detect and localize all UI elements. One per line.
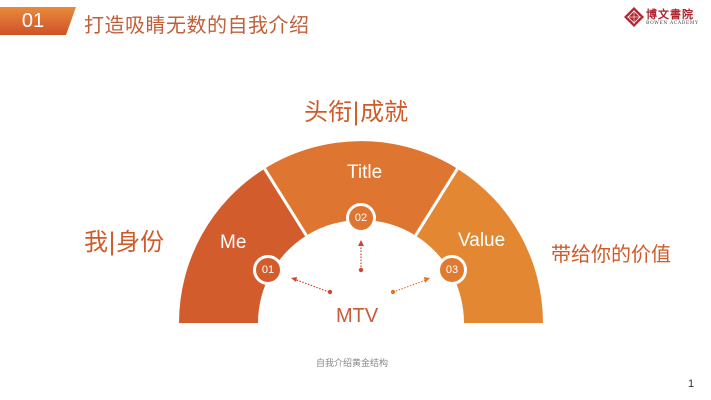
outer-label-me: 我|身份 bbox=[84, 228, 165, 256]
caption: 自我介绍黄金结构 bbox=[316, 359, 389, 369]
badge-01: 01 bbox=[253, 255, 283, 285]
logo-subtitle: BOWEN ACADEMY bbox=[646, 21, 699, 26]
section-number: 01 bbox=[21, 10, 45, 32]
arrow-to-01 bbox=[293, 278, 330, 293]
segment-label-value: Value bbox=[458, 230, 506, 251]
segment-label-title: Title bbox=[347, 162, 383, 183]
logo: 博文書院 BOWEN ACADEMY bbox=[624, 6, 708, 30]
badge-03: 03 bbox=[437, 255, 467, 285]
segment-label-me: Me bbox=[220, 232, 247, 253]
logo-name: 博文書院 bbox=[646, 8, 694, 21]
arrow-to-03 bbox=[392, 279, 427, 293]
badge-02: 02 bbox=[346, 203, 376, 233]
segment-me bbox=[179, 168, 307, 323]
diamond-pattern-icon bbox=[624, 7, 644, 27]
outer-label-title: 头衔|成就 bbox=[304, 98, 409, 126]
segment-value bbox=[415, 168, 543, 323]
page-number: 1 bbox=[688, 378, 695, 390]
section-badge bbox=[0, 7, 76, 35]
center-label: MTV bbox=[336, 305, 379, 327]
outer-label-value: 带给你的价值 bbox=[551, 242, 671, 266]
segment-title bbox=[264, 141, 458, 236]
page-title: 打造吸睛无数的自我介绍 bbox=[84, 13, 310, 37]
